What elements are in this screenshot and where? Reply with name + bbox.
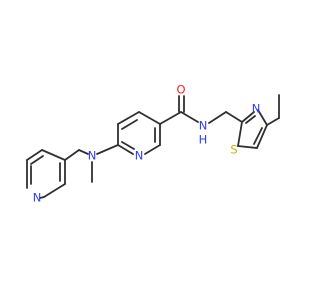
ethyl-bond-1 [266,117,280,126]
pyridine-bond-2 [41,149,66,161]
pyridine-double-1 [30,155,44,165]
nic-ring-bond-5 [144,144,161,155]
thiazole-nitrogen-label: N [252,102,261,116]
amide-oxygen-label: O [176,83,185,97]
thiazole-double-2 [253,127,263,145]
amide-c-n-bond [180,111,199,123]
bond-layer [26,94,280,199]
nic-ring-bond-3 [138,111,161,125]
nic-ring-bond-2 [117,111,140,125]
thiazole-double-1 [245,115,256,124]
thiazole-bond-1 [241,111,255,123]
pyridine-bond-5-to-n [39,196,45,199]
amide-hydrogen-label: H [199,133,208,147]
nic-ring-bond-6 [117,144,134,155]
amide-nitrogen-label: N [199,119,208,133]
amine-to-ring-bond [96,144,119,155]
thiazole-bond-5 [237,121,243,147]
ch2-to-amine-bond [78,149,89,155]
nicotinamide-ring-nitrogen-label: N [135,149,144,163]
pyridine-to-ch2-bond [64,149,80,161]
amide-n-to-ch2-bond [208,111,227,124]
carbonyl-carbon-bond [159,111,182,125]
thiazole-bond-4 [237,145,258,149]
thiazole-bond-3 [256,124,268,149]
label-layer: O N H N N N N S [33,83,261,205]
ch2-to-thiazole-bond [225,111,243,123]
nic-ring-double-3 [121,141,135,150]
pyridine-nitrogen-label: N [33,191,42,205]
thiazole-bond-2 [257,109,268,126]
amine-nitrogen-label: N [88,149,97,163]
nic-ring-double-1 [121,119,138,130]
pyridine-bond-1 [26,149,43,161]
pyridine-bond-4 [43,183,66,198]
molecule-structure: O N H N N N N S [26,83,280,205]
thiazole-sulfur-label: S [230,143,237,157]
